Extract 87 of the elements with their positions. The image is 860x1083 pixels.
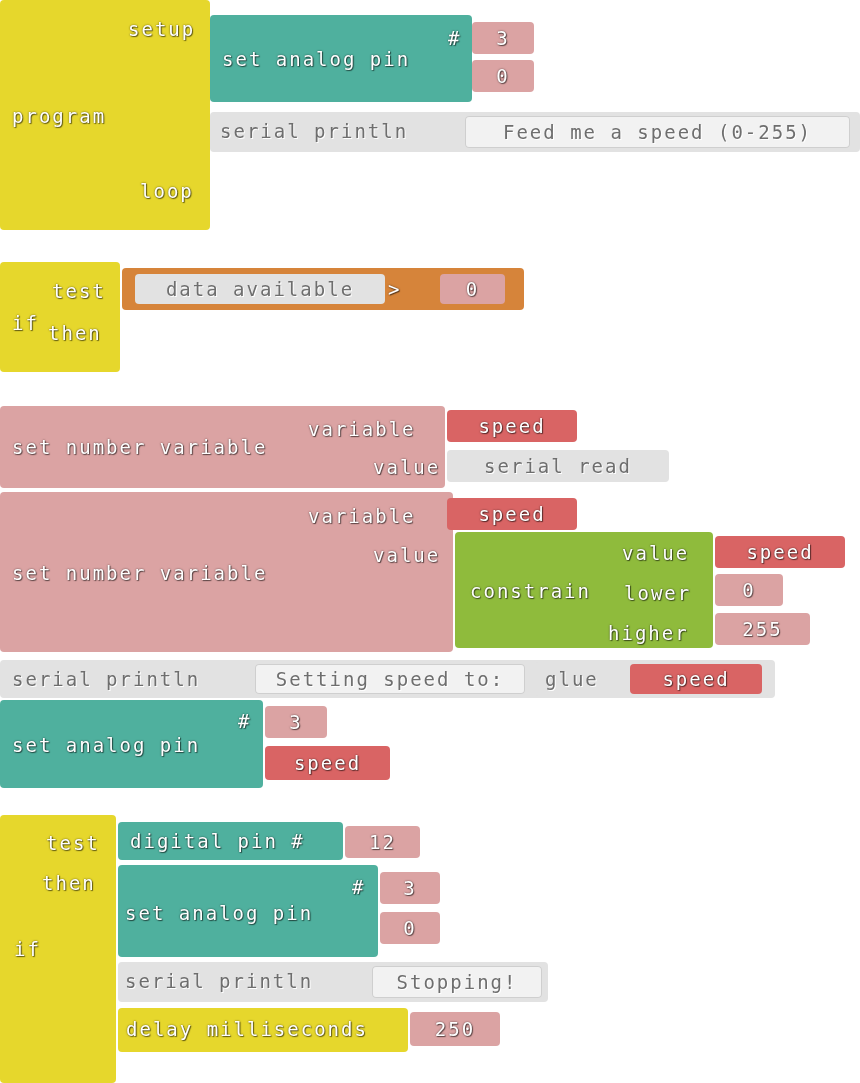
- number-block: [265, 706, 327, 738]
- block-label: if: [14, 938, 41, 960]
- number-block: [715, 613, 810, 645]
- block-label: 0: [402, 917, 418, 939]
- set-variable-block: [0, 492, 453, 652]
- block-label: test: [46, 832, 100, 854]
- set-analog-pin-block: [0, 700, 263, 788]
- set-variable-block: [0, 406, 445, 488]
- block-label: then: [48, 322, 102, 344]
- block-label: setup: [128, 18, 196, 40]
- block-label: Setting speed to:: [274, 668, 506, 690]
- serial-read-block: [447, 450, 669, 482]
- block-label: 250: [433, 1018, 477, 1040]
- block-label: >: [388, 278, 402, 300]
- constrain-block: [455, 532, 713, 648]
- number-block: [345, 826, 420, 858]
- block-label: test: [52, 280, 106, 302]
- block-label: 0: [741, 579, 757, 601]
- block-label: 0: [464, 278, 481, 300]
- variable-block: [447, 410, 577, 442]
- variable-block: [630, 664, 762, 694]
- block-label: Feed me a speed (0-255): [501, 121, 814, 143]
- block-label: lower: [624, 582, 692, 604]
- block-label: 12: [368, 831, 397, 853]
- block-label: #: [448, 27, 462, 49]
- block-label: loop: [140, 180, 194, 202]
- block-label: speed: [477, 503, 547, 525]
- block-label: delay milliseconds: [126, 1018, 368, 1040]
- data-available-block: [135, 274, 385, 304]
- if-block: [0, 815, 116, 1083]
- block-label: speed: [661, 668, 731, 690]
- block-label: 3: [288, 711, 304, 733]
- block-label: serial println: [125, 970, 314, 992]
- number-block: [380, 872, 440, 904]
- serial-println-block: [118, 962, 548, 1002]
- number-block: [472, 22, 534, 54]
- comparison-block: [122, 268, 524, 310]
- delay-block: [118, 1008, 408, 1052]
- serial-println-block: [0, 660, 775, 698]
- block-label: then: [42, 872, 96, 894]
- block-label: speed: [292, 752, 363, 774]
- block-label: data available: [164, 278, 356, 300]
- block-label: speed: [745, 541, 815, 563]
- block-label: variable: [308, 505, 416, 527]
- block-label: speed: [477, 415, 547, 437]
- block-label: 3: [402, 877, 418, 899]
- variable-block: [447, 498, 577, 530]
- variable-block: [715, 536, 845, 568]
- number-block: [440, 274, 505, 304]
- block-label: value: [373, 456, 441, 478]
- number-block: [380, 912, 440, 944]
- block-label: set analog pin: [125, 902, 314, 924]
- number-block: [410, 1012, 500, 1046]
- block-label: set number variable: [12, 562, 268, 584]
- block-label: if: [12, 312, 39, 334]
- serial-println-block: [210, 112, 860, 152]
- block-label: set number variable: [12, 436, 268, 458]
- block-label: set analog pin: [12, 734, 201, 756]
- text-block: [372, 966, 542, 998]
- block-label: serial println: [12, 668, 201, 690]
- block-label: set analog pin: [222, 48, 411, 70]
- program-block: [0, 0, 210, 230]
- variable-block: [265, 746, 390, 780]
- block-label: higher: [608, 622, 689, 644]
- block-label: #: [238, 710, 252, 732]
- set-analog-pin-block: [210, 15, 472, 102]
- text-block: [255, 664, 525, 694]
- text-block: [465, 116, 850, 148]
- block-label: #: [352, 876, 366, 898]
- block-label: value: [622, 542, 690, 564]
- block-label: 255: [741, 618, 784, 640]
- number-block: [472, 60, 534, 92]
- block-label: digital pin #: [130, 830, 305, 852]
- block-label: variable: [308, 418, 416, 440]
- set-analog-pin-block: [118, 865, 378, 957]
- number-block: [715, 574, 783, 606]
- block-label: 3: [495, 27, 511, 49]
- block-label: serial println: [220, 120, 409, 142]
- block-label: serial read: [483, 455, 633, 477]
- block-label: Stopping!: [395, 971, 519, 993]
- digital-pin-block: [118, 822, 343, 860]
- if-block: [0, 262, 120, 372]
- block-label: value: [373, 544, 441, 566]
- block-label: program: [12, 105, 107, 127]
- block-label: constrain: [470, 580, 591, 602]
- block-label: glue: [545, 668, 599, 690]
- block-label: 0: [495, 65, 511, 87]
